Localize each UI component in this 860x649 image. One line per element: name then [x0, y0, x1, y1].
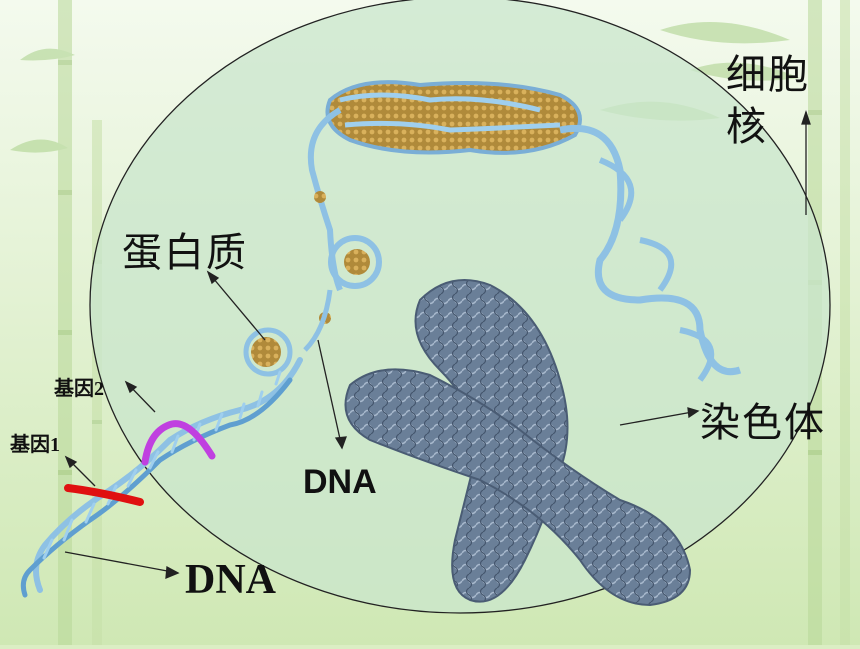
- gene1-label: 基因1: [10, 434, 60, 456]
- gene1-segment: [64, 484, 144, 506]
- bamboo-left: [10, 0, 102, 645]
- chromosome-label: 染色体: [700, 400, 826, 446]
- nucleus-label-line1: 细胞: [726, 52, 810, 98]
- dna-label-center: DNA: [303, 463, 377, 501]
- nucleus-label-line2: 核: [726, 104, 768, 150]
- dna-label-bottom: DNA: [185, 557, 276, 603]
- arrows: [64, 109, 811, 580]
- gene2-segment: [141, 420, 216, 466]
- nucleosome-coils: [243, 191, 382, 377]
- protein-bead: [251, 337, 281, 367]
- gene2-label: 基因2: [54, 378, 104, 400]
- protein-label: 蛋白质: [122, 230, 248, 276]
- chromosome-shape: [344, 279, 692, 607]
